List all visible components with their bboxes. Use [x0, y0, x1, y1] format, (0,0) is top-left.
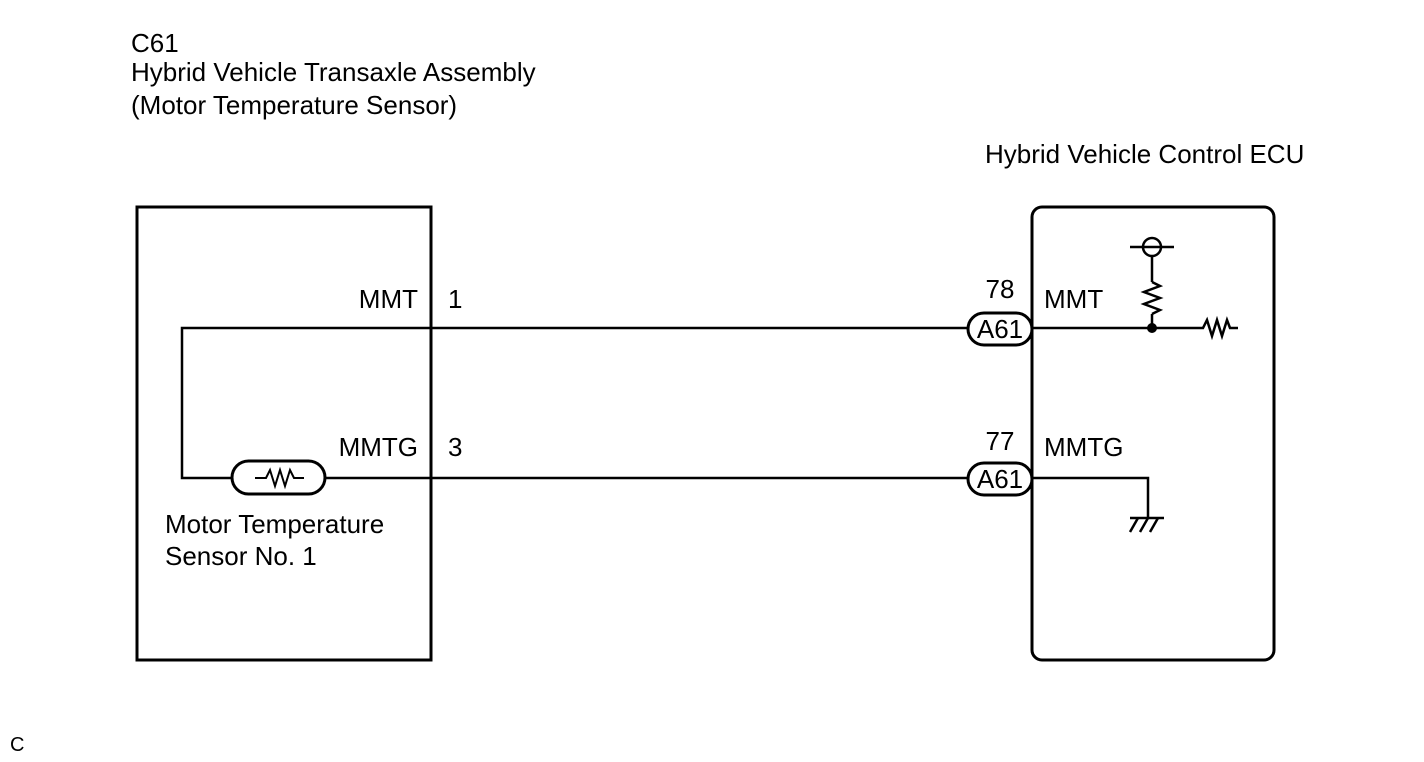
left-pin-3: 3 [448, 432, 462, 462]
ground-icon [1128, 516, 1164, 533]
right-pin-77: 77 [986, 426, 1015, 456]
junction-dot-icon [1147, 323, 1157, 333]
right-signal-mmt: MMT [1044, 284, 1103, 314]
component-subtitle: (Motor Temperature Sensor) [131, 90, 458, 120]
thermistor-icon [230, 459, 327, 496]
connector-label-78: A61 [977, 314, 1023, 344]
left-pin-1: 1 [448, 284, 462, 314]
pullup-resistor-icon [1140, 280, 1164, 328]
component-code: C61 [131, 28, 179, 58]
ecu-box [1030, 205, 1276, 662]
connector-a61-pin77: A61 [966, 461, 1034, 497]
left-signal-mmtg: MMTG [339, 432, 418, 462]
connector-label-77: A61 [977, 464, 1023, 494]
power-supply-icon [1130, 236, 1174, 282]
right-pin-78: 78 [986, 274, 1015, 304]
ecu-mmtg-wire [1032, 476, 1150, 518]
resistor-icon [1196, 315, 1238, 341]
sensor-label-line1: Motor Temperature [165, 509, 385, 539]
left-signal-mmt: MMT [359, 284, 418, 314]
right-signal-mmtg: MMTG [1044, 432, 1123, 462]
ecu-title: Hybrid Vehicle Control ECU [985, 139, 1305, 169]
sensor-internal-wire [180, 326, 431, 480]
footer-mark: C [10, 734, 25, 756]
sensor-label-line2: Sensor No. 1 [165, 541, 317, 571]
component-name: Hybrid Vehicle Transaxle Assembly [131, 57, 536, 87]
transaxle-assembly-box [135, 205, 433, 662]
connector-a61-pin78: A61 [966, 311, 1034, 347]
